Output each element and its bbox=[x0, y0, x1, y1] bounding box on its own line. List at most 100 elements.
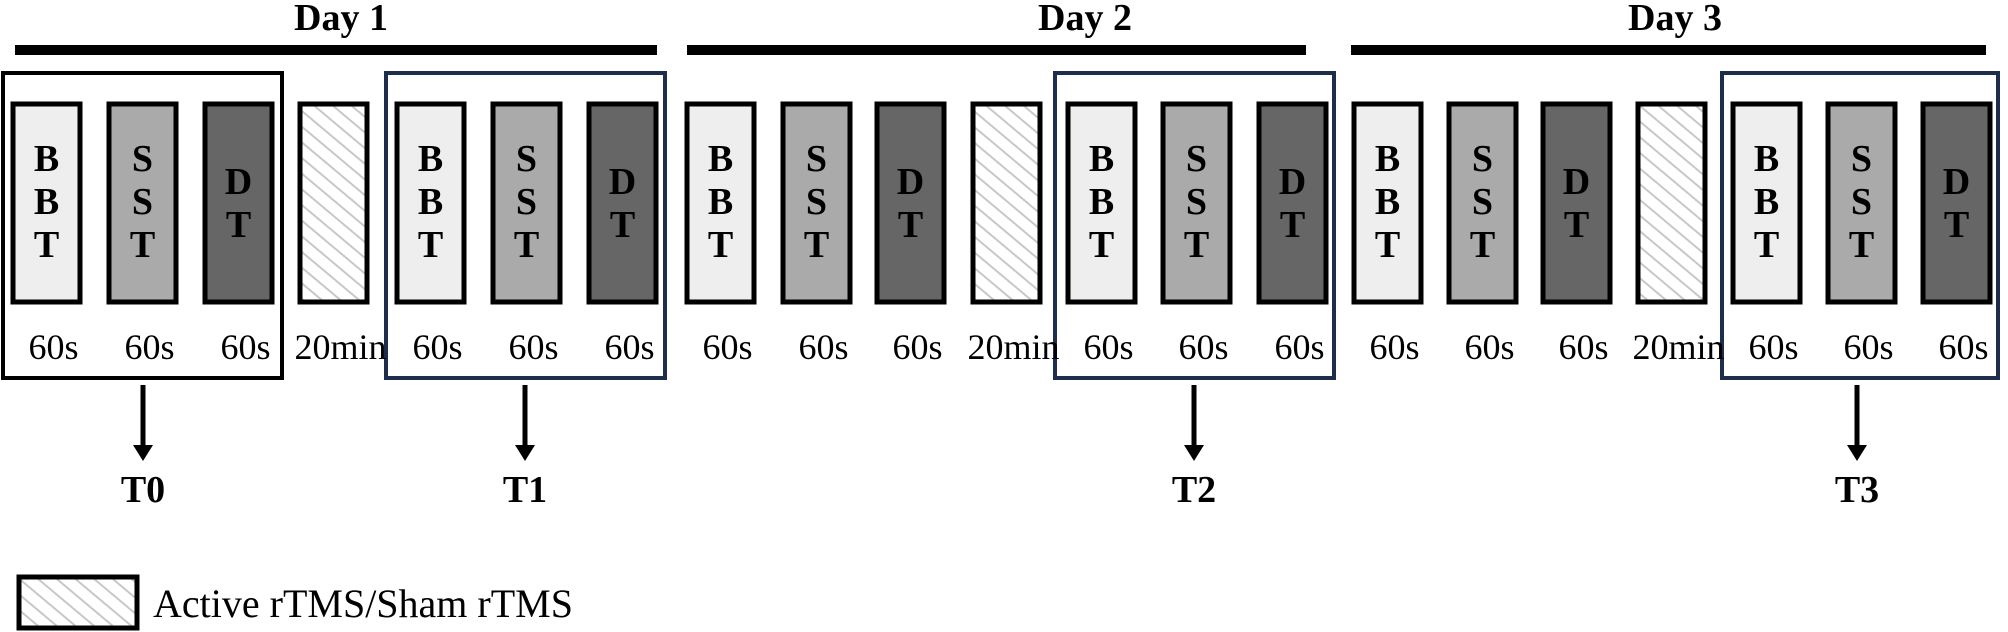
sst-block-label: SST bbox=[783, 138, 850, 267]
dt-block-label: DT bbox=[589, 161, 656, 247]
duration-label: 60s bbox=[1464, 327, 1514, 367]
timepoint-label: T1 bbox=[503, 469, 547, 511]
block-label-text: SST bbox=[1848, 138, 1875, 266]
dt-block-label: DT bbox=[877, 161, 944, 247]
dt-block-label: DT bbox=[205, 161, 272, 247]
block-label-text: DT bbox=[1942, 161, 1971, 246]
day-span-bar bbox=[687, 45, 1306, 55]
duration-label: 60s bbox=[798, 327, 848, 367]
block-label-text: DT bbox=[1278, 161, 1307, 246]
legend-label: Active rTMS/Sham rTMS bbox=[153, 581, 573, 626]
duration-label: 20min bbox=[294, 327, 386, 367]
dt-block-label: DT bbox=[1543, 161, 1610, 247]
block-label-text: BBT bbox=[1753, 138, 1780, 266]
block-label-text: SST bbox=[1469, 138, 1496, 266]
block-label-text: BBT bbox=[417, 138, 444, 266]
dt-block bbox=[202, 101, 275, 305]
day-title: Day 1 bbox=[294, 0, 388, 39]
sst-block bbox=[1825, 101, 1898, 305]
dt-block bbox=[874, 101, 947, 305]
duration-label: 20min bbox=[967, 327, 1059, 367]
bbt-block bbox=[1351, 101, 1424, 305]
rtms-block bbox=[970, 101, 1043, 305]
assessment-box bbox=[384, 71, 667, 380]
legend-hatch-swatch bbox=[16, 574, 140, 631]
sst-block bbox=[490, 101, 563, 305]
sst-block-label: SST bbox=[109, 138, 176, 267]
arrow-shaft bbox=[1854, 385, 1860, 447]
assessment-box bbox=[1720, 71, 2000, 380]
day-title: Day 2 bbox=[1038, 0, 1132, 39]
arrow-shaft bbox=[140, 385, 146, 447]
baseline-assessment-box bbox=[1, 71, 284, 380]
assessment-box bbox=[1053, 71, 1336, 380]
block-label-text: DT bbox=[608, 161, 637, 246]
bbt-block-label: BBT bbox=[1354, 138, 1421, 267]
bbt-block bbox=[394, 101, 467, 305]
bbt-block-label: BBT bbox=[687, 138, 754, 267]
sst-block-label: SST bbox=[1828, 138, 1895, 267]
duration-label: 60s bbox=[124, 327, 174, 367]
block-label-text: DT bbox=[1562, 161, 1591, 246]
bbt-block-label: BBT bbox=[1068, 138, 1135, 267]
sst-block bbox=[780, 101, 853, 305]
arrow-down-icon bbox=[1847, 445, 1867, 461]
bbt-block bbox=[1730, 101, 1803, 305]
duration-label: 60s bbox=[1843, 327, 1893, 367]
duration-label: 60s bbox=[28, 327, 78, 367]
block-label-text: SST bbox=[129, 138, 156, 266]
duration-label: 60s bbox=[1178, 327, 1228, 367]
duration-label: 60s bbox=[1369, 327, 1419, 367]
sst-block bbox=[1446, 101, 1519, 305]
duration-label: 60s bbox=[702, 327, 752, 367]
bbt-block bbox=[1065, 101, 1138, 305]
block-label-text: SST bbox=[1183, 138, 1210, 266]
duration-label: 20min bbox=[1632, 327, 1724, 367]
block-label-text: SST bbox=[513, 138, 540, 266]
rtms-block bbox=[1635, 101, 1708, 305]
day-span-bar bbox=[1351, 45, 1986, 55]
legend: Active rTMS/Sham rTMS bbox=[16, 574, 573, 631]
dt-block bbox=[1920, 101, 1993, 305]
duration-label: 60s bbox=[1938, 327, 1988, 367]
bbt-block bbox=[10, 101, 83, 305]
timepoint-label: T0 bbox=[121, 469, 165, 511]
block-label-text: BBT bbox=[33, 138, 60, 266]
sst-block-label: SST bbox=[1163, 138, 1230, 267]
duration-label: 60s bbox=[1083, 327, 1133, 367]
bbt-block bbox=[684, 101, 757, 305]
duration-label: 60s bbox=[1558, 327, 1608, 367]
arrow-shaft bbox=[522, 385, 528, 447]
arrow-down-icon bbox=[133, 445, 153, 461]
bbt-block-label: BBT bbox=[397, 138, 464, 267]
duration-label: 60s bbox=[892, 327, 942, 367]
block-label-text: BBT bbox=[1374, 138, 1401, 266]
dt-block-label: DT bbox=[1923, 161, 1990, 247]
day-span-bar bbox=[15, 45, 657, 55]
block-label-text: DT bbox=[896, 161, 925, 246]
bbt-block-label: BBT bbox=[1733, 138, 1800, 267]
sst-block bbox=[1160, 101, 1233, 305]
rtms-block bbox=[297, 101, 370, 305]
sst-block bbox=[106, 101, 179, 305]
block-label-text: DT bbox=[224, 161, 253, 246]
dt-block bbox=[1540, 101, 1613, 305]
timepoint-label: T2 bbox=[1172, 469, 1216, 511]
arrow-shaft bbox=[1191, 385, 1197, 447]
duration-label: 60s bbox=[508, 327, 558, 367]
block-label-text: BBT bbox=[707, 138, 734, 266]
day-title: Day 3 bbox=[1628, 0, 1722, 39]
arrow-down-icon bbox=[1184, 445, 1204, 461]
timepoint-label: T3 bbox=[1835, 469, 1879, 511]
dt-block bbox=[586, 101, 659, 305]
duration-label: 60s bbox=[1274, 327, 1324, 367]
sst-block-label: SST bbox=[493, 138, 560, 267]
dt-block bbox=[1256, 101, 1329, 305]
arrow-down-icon bbox=[515, 445, 535, 461]
duration-label: 60s bbox=[1748, 327, 1798, 367]
bbt-block-label: BBT bbox=[13, 138, 80, 267]
duration-label: 60s bbox=[604, 327, 654, 367]
duration-label: 60s bbox=[220, 327, 270, 367]
duration-label: 60s bbox=[412, 327, 462, 367]
block-label-text: BBT bbox=[1088, 138, 1115, 266]
